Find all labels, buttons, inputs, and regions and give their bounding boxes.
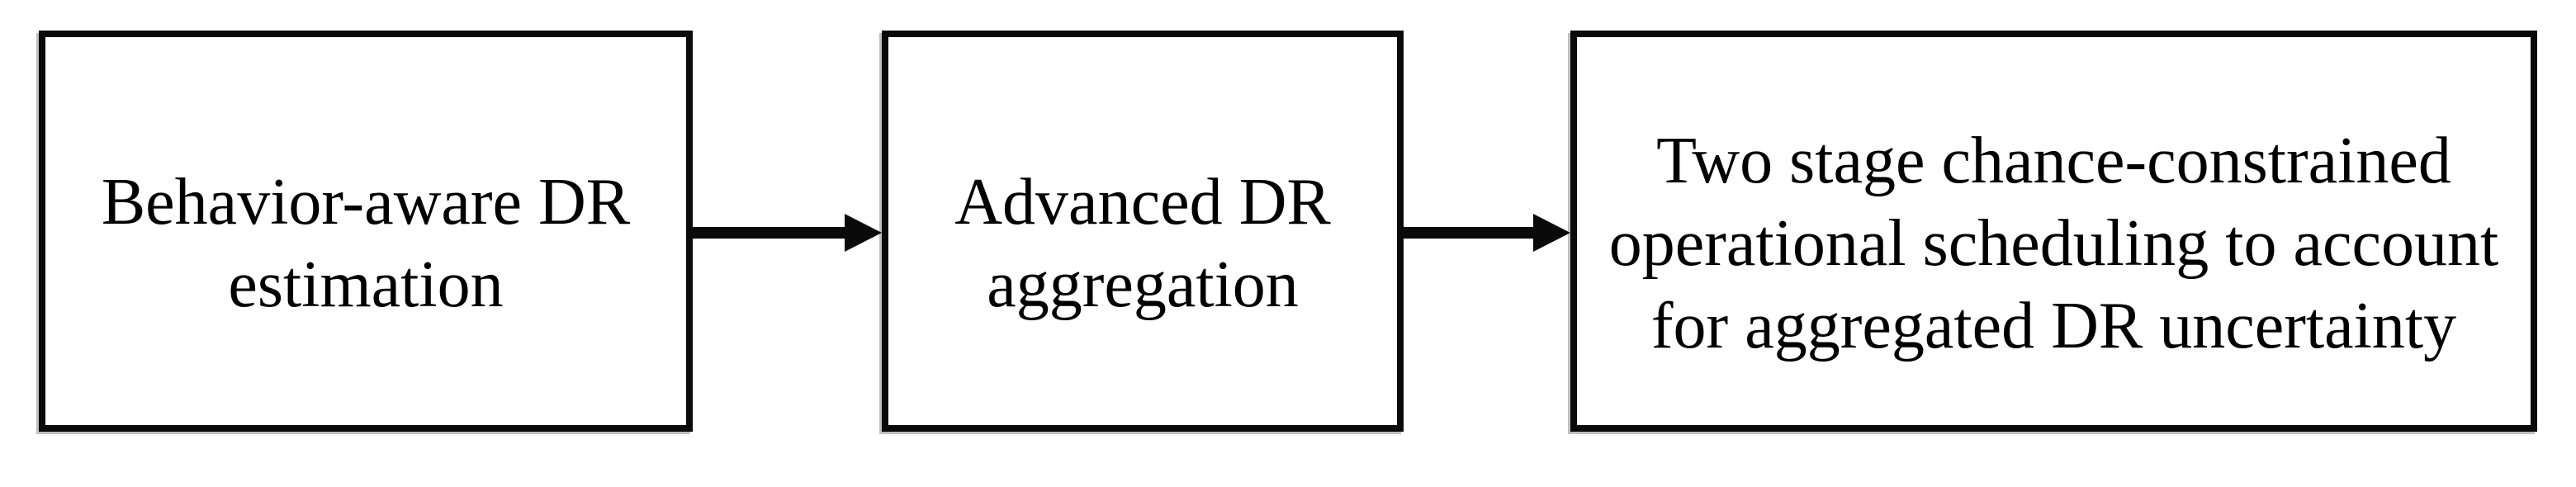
- box-label-chance-constrained-scheduling: Two stage chance-constrained operational…: [1608, 125, 2499, 362]
- box-label-advanced-dr-aggregation: Advanced DR aggregation: [954, 166, 1331, 321]
- arrow-shaft: [1404, 227, 1536, 239]
- arrow-right-icon: [845, 214, 882, 252]
- flow-arrow-estimation-to-aggregation: [693, 214, 882, 252]
- flow-box-behavior-aware-dr-estimation: Behavior-aware DR estimation: [39, 31, 693, 432]
- flow-box-chance-constrained-scheduling: Two stage chance-constrained operational…: [1570, 31, 2537, 432]
- arrow-right-icon: [1533, 214, 1570, 252]
- box-label-behavior-aware-dr-estimation: Behavior-aware DR estimation: [101, 166, 631, 321]
- flow-box-advanced-dr-aggregation: Advanced DR aggregation: [882, 31, 1404, 432]
- flow-arrow-aggregation-to-scheduling: [1404, 214, 1570, 252]
- arrow-shaft: [693, 227, 847, 239]
